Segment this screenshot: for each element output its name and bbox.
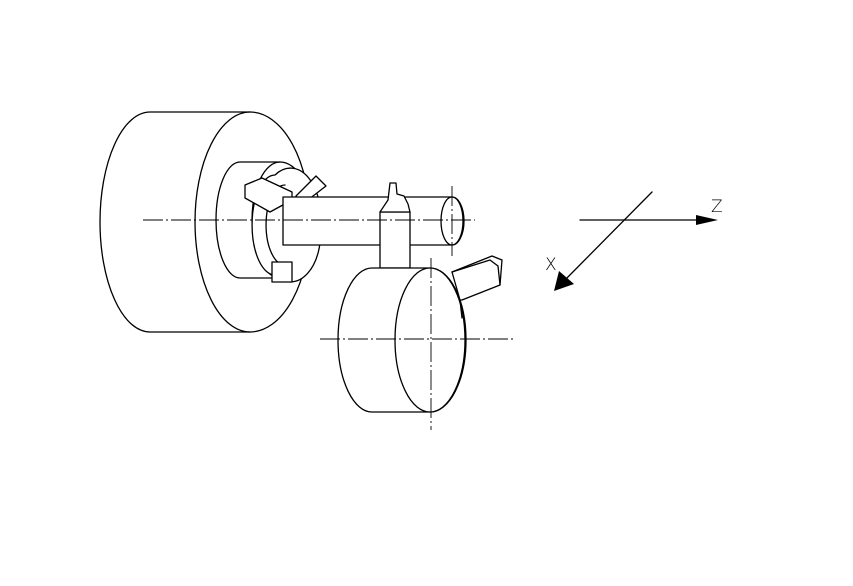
x-axis-label: X [545, 255, 557, 275]
workpiece-shaft [282, 196, 465, 246]
centre-lines [143, 186, 515, 430]
coordinate-axes: Z X [545, 191, 723, 291]
z-axis-label: Z [711, 197, 723, 217]
x-axis-arrowhead [554, 271, 574, 291]
side-tool-post [451, 255, 503, 319]
x-axis-line [561, 191, 653, 284]
z-axis-arrowhead [696, 215, 718, 225]
form-cutting-tool [379, 182, 411, 269]
grinding-wheel [337, 267, 467, 413]
